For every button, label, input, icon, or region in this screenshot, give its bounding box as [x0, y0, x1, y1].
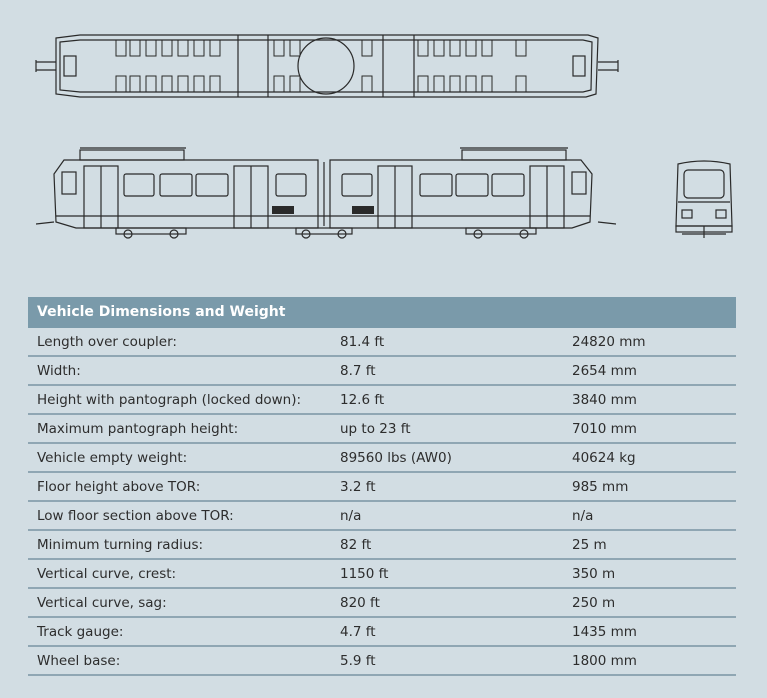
row-metric-value: 24820 mm [572, 334, 646, 350]
row-metric-value: 350 m [572, 566, 616, 582]
row-imperial-value: 5.9 ft [340, 653, 376, 669]
row-metric-value: 7010 mm [572, 421, 637, 437]
vehicle-side-view [36, 147, 616, 239]
vehicle-drawings [0, 0, 767, 290]
row-metric-value: n/a [572, 508, 594, 524]
row-label: Wheel base: [37, 653, 121, 669]
row-metric-value: 3840 mm [572, 392, 637, 408]
vehicle-plan-view [35, 34, 619, 98]
table-row: Wheel base: 5.9 ft 1800 mm [28, 647, 736, 676]
row-metric-value: 1800 mm [572, 653, 637, 669]
row-metric-value: 40624 kg [572, 450, 636, 466]
row-label: Low floor section above TOR: [37, 508, 234, 524]
row-imperial-value: 4.7 ft [340, 624, 376, 640]
dimensions-table: Vehicle Dimensions and Weight Length ove… [28, 297, 736, 676]
table-row: Height with pantograph (locked down): 12.… [28, 386, 736, 415]
table-row: Low floor section above TOR: n/a n/a [28, 502, 736, 531]
row-label: Width: [37, 363, 81, 379]
table-row: Length over coupler: 81.4 ft 24820 mm [28, 328, 736, 357]
row-label: Floor height above TOR: [37, 479, 201, 495]
row-label: Length over coupler: [37, 334, 177, 350]
table-row: Maximum pantograph height: up to 23 ft 701… [28, 415, 736, 444]
row-label: Minimum turning radius: [37, 537, 204, 553]
row-metric-value: 1435 mm [572, 624, 637, 640]
row-imperial-value: 8.7 ft [340, 363, 376, 379]
row-imperial-value: 3.2 ft [340, 479, 376, 495]
row-metric-value: 25 m [572, 537, 607, 553]
table-body: Length over coupler: 81.4 ft 24820 mm Width… [28, 328, 736, 676]
row-imperial-value: up to 23 ft [340, 421, 411, 437]
row-label: Height with pantograph (locked down): [37, 392, 302, 408]
row-imperial-value: 89560 lbs (AW0) [340, 450, 452, 466]
row-imperial-value: 1150 ft [340, 566, 389, 582]
row-imperial-value: n/a [340, 508, 362, 524]
table-header: Vehicle Dimensions and Weight [28, 297, 736, 328]
row-metric-value: 250 m [572, 595, 616, 611]
table-row: Width: 8.7 ft 2654 mm [28, 357, 736, 386]
row-label: Vertical curve, crest: [37, 566, 177, 582]
vehicle-front-view [675, 160, 733, 238]
table-row: Vertical curve, sag: 820 ft 250 m [28, 589, 736, 618]
table-row: Track gauge: 4.7 ft 1435 mm [28, 618, 736, 647]
row-metric-value: 2654 mm [572, 363, 637, 379]
row-imperial-value: 81.4 ft [340, 334, 385, 350]
row-label: Track gauge: [37, 624, 124, 640]
table-row: Minimum turning radius: 82 ft 25 m [28, 531, 736, 560]
row-metric-value: 985 mm [572, 479, 629, 495]
row-imperial-value: 82 ft [340, 537, 372, 553]
row-imperial-value: 12.6 ft [340, 392, 385, 408]
table-row: Floor height above TOR: 3.2 ft 985 mm [28, 473, 736, 502]
row-label: Maximum pantograph height: [37, 421, 239, 437]
table-row: Vehicle empty weight: 89560 lbs (AW0) 4062… [28, 444, 736, 473]
row-label: Vehicle empty weight: [37, 450, 188, 466]
row-label: Vertical curve, sag: [37, 595, 167, 611]
table-row: Vertical curve, crest: 1150 ft 350 m [28, 560, 736, 589]
row-imperial-value: 820 ft [340, 595, 380, 611]
